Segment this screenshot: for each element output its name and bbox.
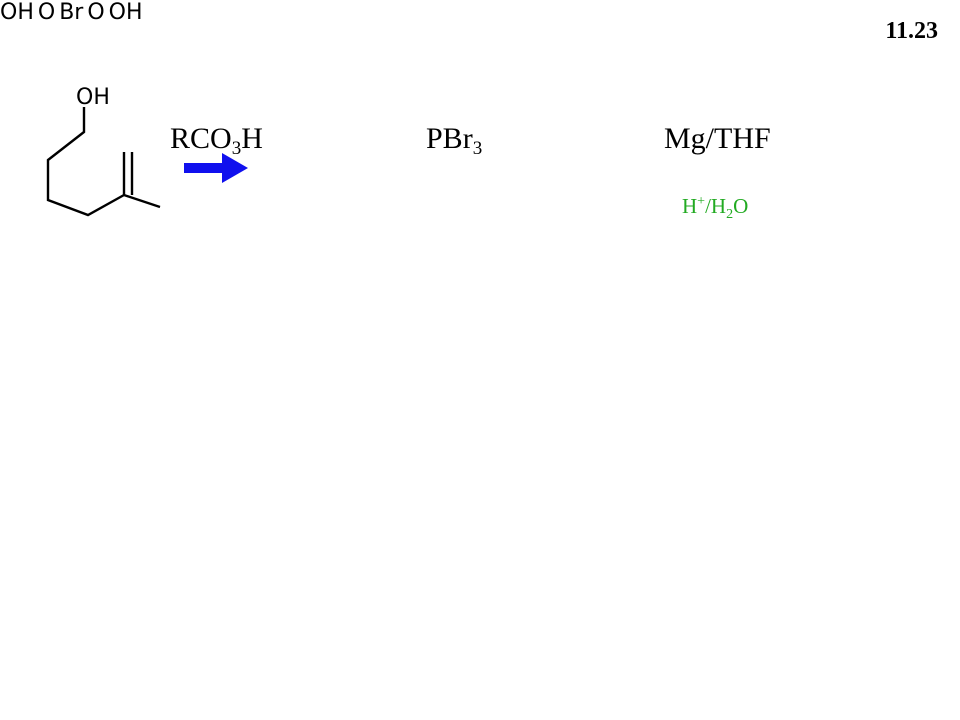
- epoxide-oxygen-label: O: [37, 0, 56, 25]
- epoxide-oxygen-label: O: [87, 0, 105, 25]
- hydroxyl-label: OH: [0, 0, 34, 25]
- reagent-label-step-3: Mg/THF: [664, 122, 771, 155]
- reagent-label-step-2: PBr3: [426, 122, 483, 159]
- bromine-label: Br: [59, 0, 84, 25]
- reaction-arrow: [184, 153, 248, 183]
- molecule-alkenol: OH: [46, 85, 161, 217]
- hydroxyl-label: OH: [76, 85, 110, 110]
- slide-number: 11.23: [885, 18, 938, 44]
- hydroxyl-label: OH: [108, 0, 143, 25]
- molecule-cyclohexanol-product: OH: [109, 0, 143, 25]
- reagent-label-step-1: RCO3H: [170, 122, 263, 159]
- workup-label-step-3: H+/H2O: [682, 194, 749, 222]
- molecule-epoxy-bromide: Br O: [59, 0, 108, 25]
- molecule-epoxy-alcohol: OH O: [0, 0, 59, 25]
